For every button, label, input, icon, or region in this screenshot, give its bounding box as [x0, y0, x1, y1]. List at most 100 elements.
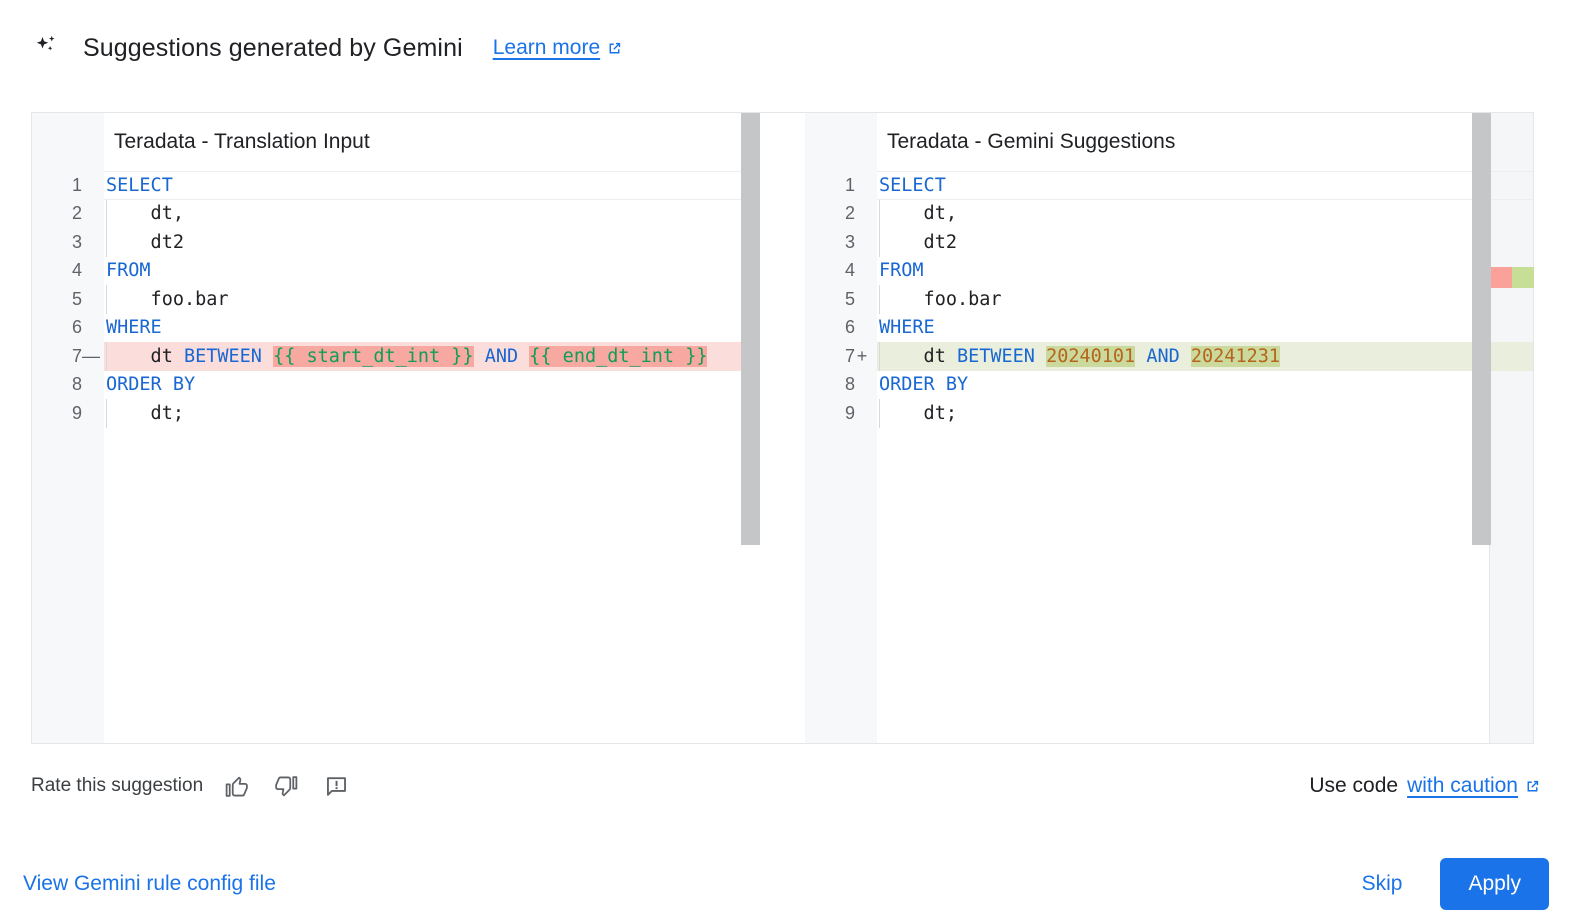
code-token: SELECT	[106, 174, 173, 196]
pane-title-input: Teradata - Translation Input	[114, 130, 370, 153]
code-line[interactable]: 3 dt2	[805, 228, 1533, 257]
with-caution-link[interactable]: with caution	[1407, 774, 1541, 798]
rate-row: Rate this suggestion	[31, 768, 1541, 804]
code-token	[262, 346, 273, 367]
thumb-up-icon[interactable]	[219, 769, 253, 803]
learn-more-link[interactable]: Learn more	[493, 36, 623, 60]
code-line[interactable]: 2 dt,	[32, 199, 760, 229]
code-line[interactable]: 3 dt2	[32, 228, 760, 257]
code-line-content: foo.bar	[104, 285, 760, 314]
code-line[interactable]: 8 ORDER BY	[805, 371, 1533, 400]
code-line[interactable]: 9 dt;	[805, 399, 1533, 428]
line-number: 5	[71, 288, 82, 309]
code-line-content: FROM	[877, 257, 1533, 286]
code-token: FROM	[879, 260, 924, 282]
pane-divider	[760, 113, 805, 743]
diff-pane-input: Teradata - Translation Input 1 SELECT 2 dt…	[32, 113, 760, 743]
code-token: AND	[484, 345, 519, 367]
line-number: 2	[844, 203, 855, 224]
code-line-content: dt2	[877, 228, 1533, 257]
code-token: {{ end_dt_int }}	[529, 345, 708, 367]
code-line[interactable]: 6 WHERE	[805, 314, 1533, 343]
feedback-icon[interactable]	[319, 769, 353, 803]
line-number: 9	[844, 402, 855, 423]
code-token	[1180, 346, 1191, 367]
thumb-down-icon[interactable]	[269, 769, 303, 803]
code-line-content: ORDER BY	[877, 371, 1533, 400]
code-token: ORDER BY	[879, 374, 969, 396]
code-line-content: WHERE	[104, 314, 760, 343]
use-code-caution: Use code with caution	[1309, 774, 1541, 798]
pane-title-suggestions: Teradata - Gemini Suggestions	[887, 130, 1176, 153]
code-token: 20240101	[1046, 345, 1136, 367]
code-line-content: dt,	[104, 199, 760, 229]
page-title: Suggestions generated by Gemini	[83, 33, 463, 62]
view-gemini-rule-config-file-link[interactable]: View Gemini rule config file	[23, 871, 276, 895]
vertical-scrollbar-suggestions[interactable]	[1472, 113, 1491, 545]
code-token	[518, 346, 529, 367]
line-number: 3	[71, 231, 82, 252]
code-token: ORDER BY	[106, 374, 196, 396]
code-token: WHERE	[879, 317, 935, 339]
line-number: 8	[844, 374, 855, 395]
rate-label: Rate this suggestion	[31, 775, 204, 796]
vertical-scrollbar-input[interactable]	[741, 113, 760, 545]
gutter-background	[805, 113, 877, 743]
code-line-content: WHERE	[877, 314, 1533, 343]
line-number: 4	[844, 260, 855, 281]
action-bar: View Gemini rule config file Skip Apply	[0, 845, 1572, 922]
code-line[interactable]: 5 foo.bar	[32, 285, 760, 314]
code-line-content: dt;	[104, 399, 760, 428]
line-number: 5	[844, 288, 855, 309]
code-token: 20241231	[1190, 345, 1280, 367]
line-number: 8	[71, 374, 82, 395]
line-number: 6	[844, 317, 855, 338]
code-token: WHERE	[106, 317, 162, 339]
code-line[interactable]: 1 SELECT	[805, 171, 1533, 200]
code-line[interactable]: 5 foo.bar	[805, 285, 1533, 314]
code-token	[1035, 346, 1046, 367]
line-number: 6	[71, 317, 82, 338]
code-line-content: FROM	[104, 257, 760, 286]
code-token	[474, 346, 485, 367]
code-line[interactable]: 4 FROM	[805, 257, 1533, 286]
line-number: 1	[844, 174, 855, 195]
line-number: 9	[71, 402, 82, 423]
code-line[interactable]: 2 dt,	[805, 199, 1533, 229]
code-token	[1135, 346, 1146, 367]
code-line-content: foo.bar	[877, 285, 1533, 314]
overview-ruler[interactable]	[1489, 113, 1534, 743]
code-line-content: dt BETWEEN {{ start_dt_int }} AND {{ end…	[104, 342, 760, 371]
code-line[interactable]: 6 WHERE	[32, 314, 760, 343]
code-token: dt;	[879, 402, 957, 424]
code-line[interactable]: 7— dt BETWEEN {{ start_dt_int }} AND {{ …	[32, 342, 760, 371]
code-line[interactable]: 8 ORDER BY	[32, 371, 760, 400]
code-line[interactable]: 7+ dt BETWEEN 20240101 AND 20241231	[805, 342, 1533, 371]
line-number: 1	[71, 174, 82, 195]
code-line[interactable]: 9 dt;	[32, 399, 760, 428]
code-token: dt2	[879, 231, 957, 253]
overview-marker-added	[1512, 267, 1534, 288]
learn-more-label: Learn more	[492, 36, 601, 59]
code-token: dt,	[879, 203, 957, 225]
apply-button[interactable]: Apply	[1440, 857, 1549, 910]
code-line-content: dt2	[104, 228, 760, 257]
code-line-content: SELECT	[877, 171, 1533, 200]
code-line-content: SELECT	[104, 171, 760, 200]
skip-button[interactable]: Skip	[1348, 862, 1417, 906]
code-line[interactable]: 1 SELECT	[32, 171, 760, 200]
code-token: foo.bar	[106, 288, 229, 310]
code-token: FROM	[106, 260, 151, 282]
overview-marker-removed	[1490, 267, 1512, 288]
gutter-background	[32, 113, 104, 743]
code-token: dt;	[106, 402, 184, 424]
line-number: 7+	[844, 345, 868, 366]
code-line-content: ORDER BY	[104, 371, 760, 400]
code-token: dt2	[106, 231, 184, 253]
line-number: 2	[71, 203, 82, 224]
